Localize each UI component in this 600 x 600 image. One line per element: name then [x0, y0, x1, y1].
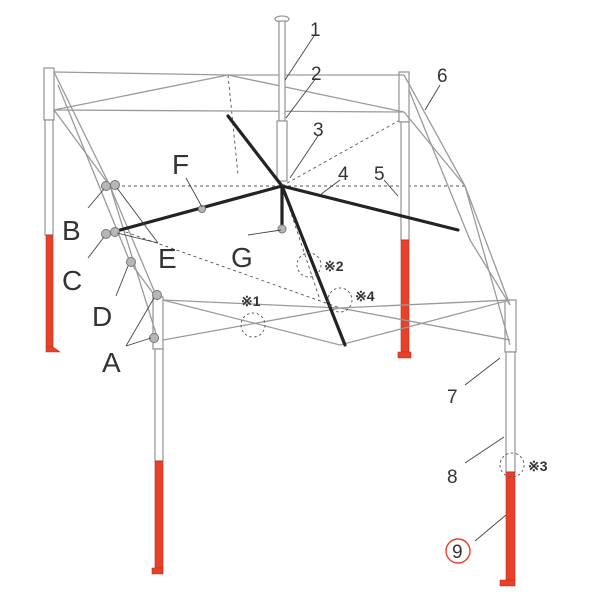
- label-F: F: [172, 149, 189, 180]
- front-left-leg: [151, 296, 164, 575]
- label-9: 9: [452, 542, 463, 563]
- label-2: 2: [311, 64, 322, 85]
- label-C: C: [62, 265, 82, 296]
- label-6: 6: [437, 66, 448, 87]
- label-3: 3: [313, 120, 324, 141]
- label-A: A: [102, 347, 121, 378]
- joint-b-2: [110, 180, 120, 190]
- label-D: D: [92, 301, 112, 332]
- joints: [101, 180, 287, 343]
- back-right-leg: [397, 71, 412, 359]
- label-7: 7: [447, 387, 458, 408]
- label-E: E: [158, 243, 177, 274]
- note-4-label: ※4: [355, 288, 375, 304]
- note-circle-1: [240, 312, 266, 338]
- note-circles: [240, 252, 525, 478]
- joint-b-1: [101, 181, 111, 191]
- label-1: 1: [310, 20, 321, 41]
- note-circle-2: [296, 252, 322, 278]
- joint-a-1: [152, 290, 162, 300]
- joint-letters: B C D A E F G: [62, 149, 253, 378]
- label-8: 8: [447, 467, 458, 488]
- joint-a-2: [149, 333, 159, 343]
- joint-c-1: [101, 229, 111, 239]
- note-3-label: ※3: [528, 458, 548, 474]
- label-5: 5: [374, 164, 385, 185]
- front-right-leg: [499, 299, 517, 587]
- label-B: B: [62, 215, 81, 246]
- center-pole: [274, 15, 290, 182]
- joint-g: [277, 224, 287, 234]
- note-circle-4: [327, 287, 353, 313]
- note-markers: ※1 ※2 ※4 ※3: [241, 258, 548, 474]
- joint-f: [198, 205, 206, 213]
- part-numbers: 1 2 3 4 5 6 7 8 9: [310, 20, 471, 564]
- joint-c-2: [110, 227, 120, 237]
- label-9-circle: [445, 538, 471, 564]
- back-left-leg: [43, 67, 61, 353]
- label-4: 4: [338, 164, 349, 185]
- note-2-label: ※2: [324, 258, 344, 274]
- label-G: G: [231, 242, 253, 273]
- note-1-label: ※1: [241, 293, 261, 309]
- note-circle-3: [499, 452, 525, 478]
- joint-d: [126, 257, 136, 267]
- leader-lines: [87, 35, 507, 542]
